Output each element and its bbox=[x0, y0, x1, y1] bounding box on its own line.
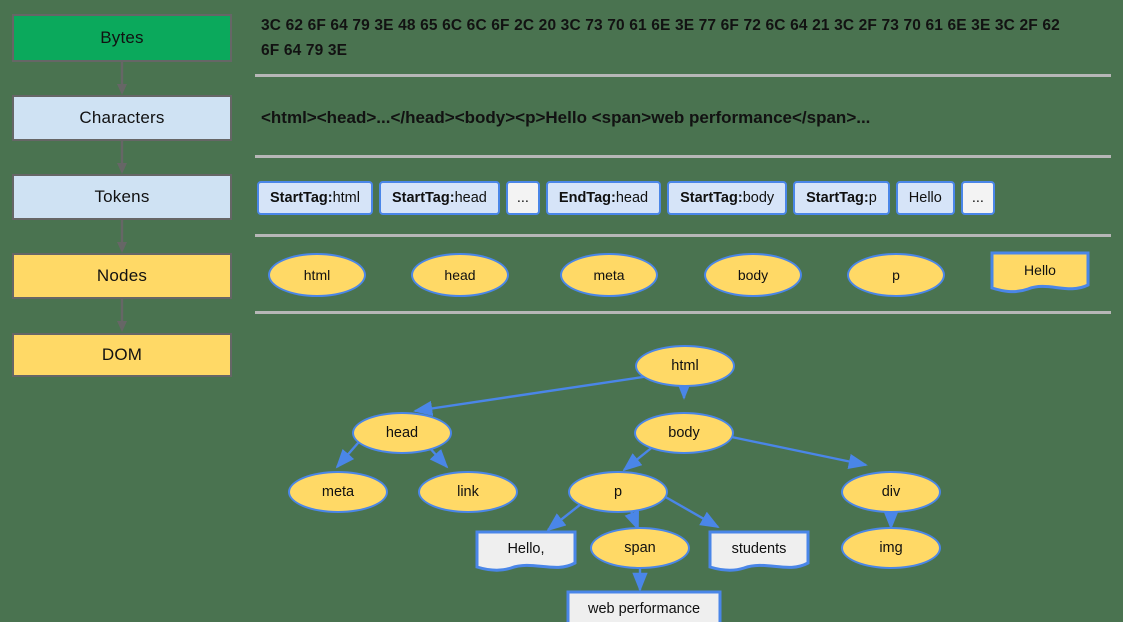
tree-node-p[interactable]: p bbox=[568, 471, 668, 513]
stage-label: Tokens bbox=[94, 187, 150, 206]
token-type: StartTag: bbox=[391, 190, 455, 206]
stage-nodes: Nodes bbox=[12, 253, 232, 299]
document-shape-icon bbox=[475, 530, 577, 572]
tree-node-html[interactable]: html bbox=[635, 345, 735, 387]
bytes-hex-text: 3C 62 6F 64 79 3E 48 65 6C 6C 6F 2C 20 3… bbox=[261, 17, 1065, 59]
token-value: body bbox=[742, 190, 775, 206]
divider-tokens-nodes bbox=[255, 234, 1111, 237]
node-p[interactable]: p bbox=[847, 253, 945, 297]
document-shape-icon bbox=[708, 530, 810, 572]
tree-node-label: p bbox=[613, 484, 623, 500]
arrow-characters-to-tokens bbox=[117, 141, 127, 174]
arrow-tokens-to-nodes bbox=[117, 220, 127, 253]
node-label: Hello bbox=[1024, 262, 1056, 278]
token-type: EndTag: bbox=[558, 190, 616, 206]
token-type: StartTag: bbox=[270, 190, 333, 206]
node-label: html bbox=[303, 267, 331, 283]
tree-node-div[interactable]: div bbox=[841, 471, 941, 513]
token-starttag-html[interactable]: StartTag: html bbox=[257, 181, 373, 215]
tree-node-label: students bbox=[731, 541, 787, 557]
tree-node-label: body bbox=[668, 425, 700, 441]
tree-node-text-students[interactable]: students bbox=[708, 530, 810, 574]
divider-bytes-characters bbox=[255, 74, 1111, 77]
node-meta[interactable]: meta bbox=[560, 253, 658, 297]
node-label: body bbox=[737, 267, 769, 283]
tree-node-label: html bbox=[671, 358, 699, 374]
tree-node-text-hello[interactable]: Hello, bbox=[475, 530, 577, 574]
document-shape-icon bbox=[990, 251, 1090, 294]
tokens-row: StartTag: html StartTag: head ... EndTag… bbox=[257, 181, 995, 215]
token-type: StartTag: bbox=[806, 190, 869, 206]
tree-node-body[interactable]: body bbox=[634, 412, 734, 454]
stage-tokens: Tokens bbox=[12, 174, 232, 220]
node-label: meta bbox=[593, 267, 625, 283]
arrow-bytes-to-characters bbox=[117, 62, 127, 95]
token-text-hello[interactable]: Hello bbox=[895, 181, 955, 215]
tree-node-label: link bbox=[457, 484, 479, 500]
node-body[interactable]: body bbox=[704, 253, 802, 297]
node-label: p bbox=[892, 267, 900, 283]
node-html[interactable]: html bbox=[268, 253, 366, 297]
node-text-hello[interactable]: Hello bbox=[990, 251, 1090, 295]
tree-node-span[interactable]: span bbox=[590, 527, 690, 569]
characters-markup-text: <html><head>...</head><body><p>Hello <sp… bbox=[261, 108, 871, 127]
token-endtag-head[interactable]: EndTag: head bbox=[545, 181, 662, 215]
tree-node-label: Hello, bbox=[507, 541, 545, 557]
stage-bytes: Bytes bbox=[12, 14, 232, 62]
tree-node-label: head bbox=[385, 425, 419, 441]
tree-node-link[interactable]: link bbox=[418, 471, 518, 513]
stage-characters: Characters bbox=[12, 95, 232, 141]
divider-nodes-dom bbox=[255, 311, 1111, 314]
tree-node-label: div bbox=[881, 484, 901, 500]
tree-node-label: meta bbox=[321, 484, 355, 500]
tree-node-label: span bbox=[624, 540, 656, 556]
stage-label: Characters bbox=[79, 108, 165, 127]
token-ellipsis-1[interactable]: ... bbox=[505, 181, 540, 215]
tree-node-text-web-performance[interactable]: web performance bbox=[566, 590, 722, 622]
document-shape-icon bbox=[566, 590, 722, 622]
tree-node-label: img bbox=[879, 540, 903, 556]
node-label: head bbox=[444, 267, 476, 283]
token-value: html bbox=[332, 190, 360, 206]
stage-dom: DOM bbox=[12, 333, 232, 377]
tree-node-head[interactable]: head bbox=[352, 412, 452, 454]
stage-label: Bytes bbox=[100, 28, 144, 47]
token-value: ... bbox=[516, 190, 529, 206]
token-value: ... bbox=[971, 190, 984, 206]
edge-html-head bbox=[413, 371, 671, 417]
token-starttag-body[interactable]: StartTag: body bbox=[667, 181, 788, 215]
token-starttag-head[interactable]: StartTag: head bbox=[378, 181, 500, 215]
dom-tree: html head body meta link p div Hello, sp… bbox=[255, 325, 1115, 622]
token-value: p bbox=[868, 190, 877, 206]
token-ellipsis-2[interactable]: ... bbox=[960, 181, 995, 215]
tree-node-meta[interactable]: meta bbox=[288, 471, 388, 513]
token-starttag-p[interactable]: StartTag: p bbox=[793, 181, 890, 215]
node-head[interactable]: head bbox=[411, 253, 509, 297]
token-type: StartTag: bbox=[680, 190, 743, 206]
divider-characters-tokens bbox=[255, 155, 1111, 158]
tree-node-label: web performance bbox=[587, 601, 701, 617]
edge-body-div bbox=[721, 433, 868, 469]
stage-label: DOM bbox=[101, 345, 143, 364]
token-value: head bbox=[615, 190, 649, 206]
stage-label: Nodes bbox=[96, 266, 148, 285]
token-value: Hello bbox=[908, 190, 942, 206]
token-value: head bbox=[454, 190, 487, 206]
arrow-nodes-to-dom bbox=[117, 299, 127, 332]
tree-node-img[interactable]: img bbox=[841, 527, 941, 569]
